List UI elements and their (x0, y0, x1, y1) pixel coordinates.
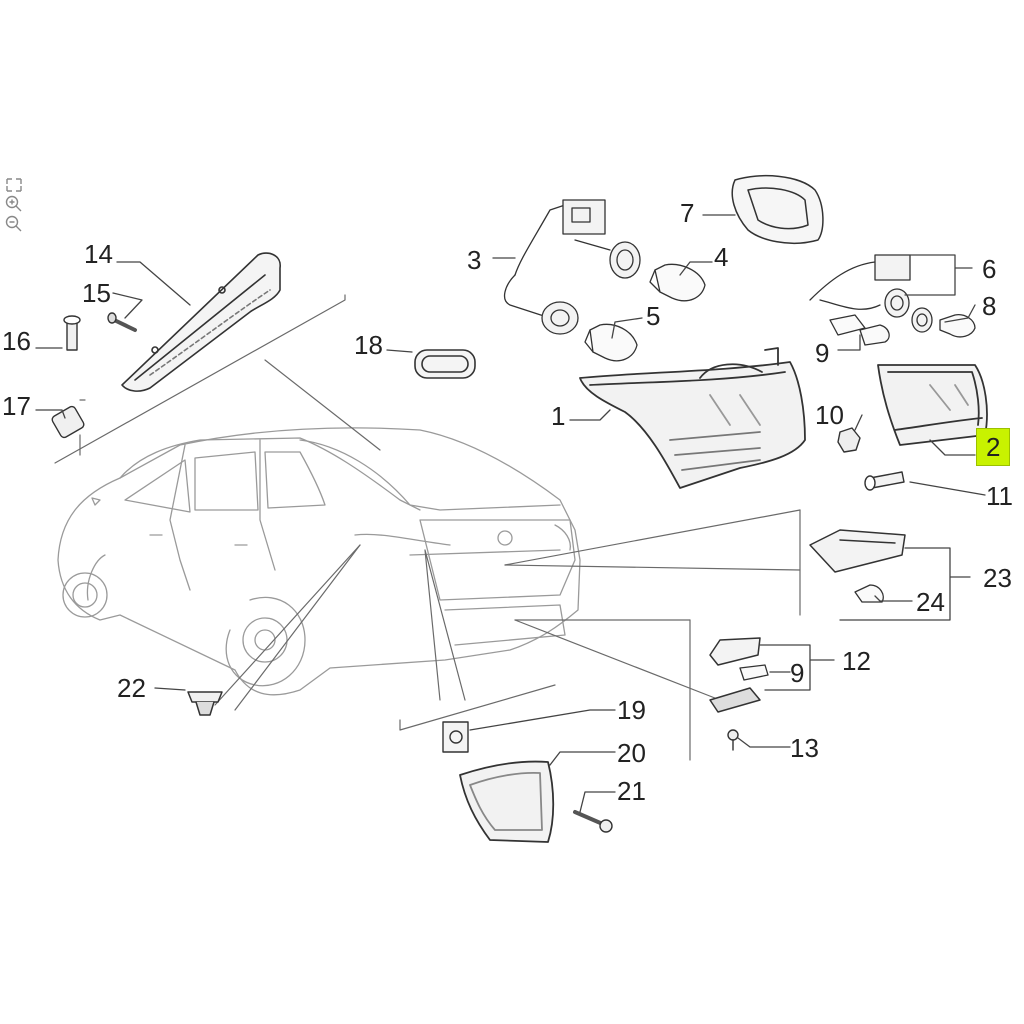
part-16-pin (63, 315, 81, 351)
callout-14[interactable]: 14 (84, 239, 113, 269)
callout-10[interactable]: 10 (815, 400, 844, 430)
part-1-outer-tail-light (579, 347, 806, 489)
part-3-wiring-harness (503, 199, 641, 335)
fit-to-screen-icon[interactable] (4, 176, 24, 194)
callout-5[interactable]: 5 (646, 301, 661, 331)
part-6-socket-harness (809, 254, 933, 333)
part-11-pin (864, 471, 905, 491)
part-9-bulb-upper (829, 314, 890, 346)
car-outline (57, 427, 581, 696)
callout-21[interactable]: 21 (617, 776, 646, 806)
part-2-inner-tail-light (877, 364, 988, 446)
part-4-bulb (649, 263, 706, 302)
callout-1[interactable]: 1 (551, 401, 566, 431)
part-18-grommet (414, 349, 476, 379)
callout-leaders (35, 214, 986, 813)
callout-19[interactable]: 19 (617, 695, 646, 725)
callout-3[interactable]: 3 (467, 245, 482, 275)
part-5-bulb (584, 323, 638, 362)
part-19-cover-clip (442, 721, 469, 753)
callout-17[interactable]: 17 (2, 391, 31, 421)
zoom-out-icon[interactable] (4, 214, 24, 232)
part-14-third-brake-light (121, 252, 281, 392)
callout-22[interactable]: 22 (117, 673, 146, 703)
callout-6[interactable]: 6 (982, 254, 997, 284)
callout-4[interactable]: 4 (714, 242, 729, 272)
callout-23[interactable]: 23 (983, 563, 1012, 593)
callout-16[interactable]: 16 (2, 326, 31, 356)
callout-12[interactable]: 12 (842, 646, 871, 676)
callout-18[interactable]: 18 (354, 330, 383, 360)
callout-8[interactable]: 8 (982, 291, 997, 321)
part-13-screw (727, 729, 739, 751)
part-12-plate-lamp (709, 637, 761, 713)
part-21-screw (573, 810, 613, 833)
part-9-bulb-lower (739, 664, 769, 681)
part-20-trim-cover (459, 760, 555, 843)
part-10-nut (837, 427, 861, 453)
callout-7[interactable]: 7 (680, 198, 695, 228)
callout-13[interactable]: 13 (790, 733, 819, 763)
callout-15[interactable]: 15 (82, 278, 111, 308)
callout-11[interactable]: 11 (986, 481, 1013, 511)
part-15-screw (107, 312, 137, 332)
callout-9-upper[interactable]: 9 (815, 338, 830, 368)
callout-20[interactable]: 20 (617, 738, 646, 768)
callout-2-highlighted[interactable]: 2 (976, 428, 1011, 466)
part-8-bulb (939, 314, 976, 338)
part-22-clip (187, 691, 223, 716)
zoom-in-icon[interactable] (4, 194, 24, 212)
part-7-gasket (731, 174, 824, 244)
callout-24[interactable]: 24 (916, 587, 945, 617)
callout-9-lower[interactable]: 9 (790, 658, 805, 688)
part-23-lamp-assembly (809, 529, 906, 573)
reference-lines (54, 294, 801, 761)
